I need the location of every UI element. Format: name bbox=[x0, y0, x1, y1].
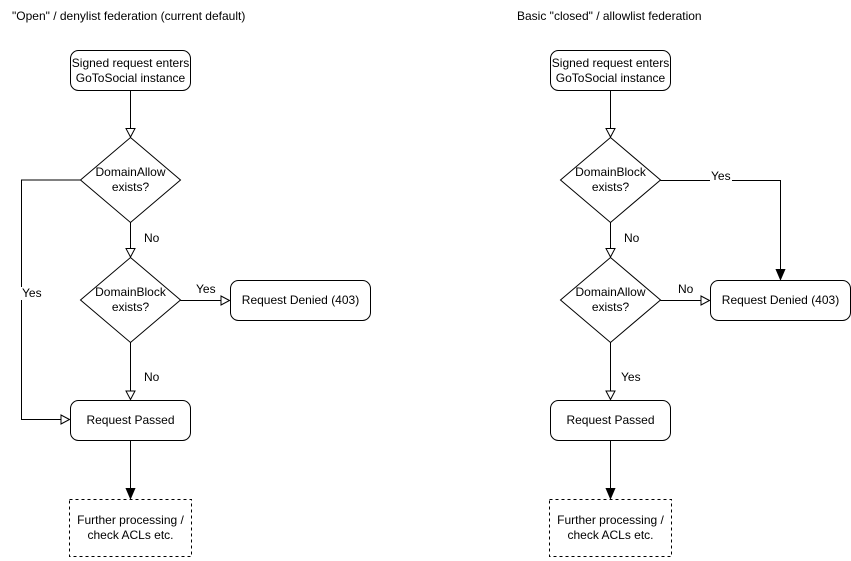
right-passed-box bbox=[550, 400, 671, 441]
right-arrowhead-decision2-yes bbox=[605, 390, 616, 401]
right-decision1-no-edge-label: No bbox=[623, 231, 641, 245]
left-passed-node-label: Request Passed bbox=[86, 413, 175, 427]
left-start-box bbox=[70, 50, 191, 91]
right-decision1-label: DomainBlock exists? bbox=[575, 165, 646, 194]
left-denied-box bbox=[230, 280, 371, 321]
left-diagram-title: "Open" / denylist federation (current de… bbox=[12, 9, 246, 23]
right-arrowhead-start-decision1 bbox=[605, 128, 616, 139]
right-diagram-title: Basic "closed" / allowlist federation bbox=[517, 9, 702, 23]
right-decision1-diamond bbox=[559, 136, 662, 224]
right-decision2-diamond bbox=[559, 256, 662, 344]
left-arrowhead-decision2-yes bbox=[220, 295, 231, 306]
right-arrowhead-decision1-yes bbox=[775, 269, 786, 281]
right-denied-node-label: Request Denied (403) bbox=[721, 293, 840, 307]
right-decision2-yes-edge-label: Yes bbox=[620, 370, 642, 384]
right-edge-decision1-yes bbox=[660, 180, 781, 269]
left-decision1-diamond bbox=[79, 136, 182, 224]
right-passed-node-label: Request Passed bbox=[566, 413, 655, 427]
left-decision1-no-edge-label: No bbox=[143, 231, 161, 245]
left-arrowhead-decision1-yes bbox=[60, 414, 71, 425]
right-decision2-no-edge-label: No bbox=[677, 282, 695, 296]
left-further-node-label: Further processing / check ACLs etc. bbox=[77, 513, 184, 542]
right-further-node-label: Further processing / check ACLs etc. bbox=[557, 513, 664, 542]
left-decision1-yes-edge-label: Yes bbox=[21, 286, 43, 300]
left-arrowhead-decision2-no bbox=[125, 390, 136, 401]
left-decision2-label: DomainBlock exists? bbox=[95, 285, 166, 314]
left-decision2-diamond bbox=[79, 256, 182, 344]
left-arrowhead-decision1-no bbox=[125, 248, 136, 259]
right-decision2-label: DomainAllow exists? bbox=[575, 285, 646, 314]
right-arrowhead-decision1-no bbox=[605, 248, 616, 259]
left-arrowhead-passed-further bbox=[125, 488, 136, 500]
right-further-box bbox=[549, 499, 672, 557]
left-denied-node-label: Request Denied (403) bbox=[241, 293, 360, 307]
right-start-box bbox=[550, 50, 671, 91]
left-decision1-label: DomainAllow exists? bbox=[95, 165, 166, 194]
right-decision1-yes-edge-label: Yes bbox=[710, 169, 732, 183]
left-decision2-yes-edge-label: Yes bbox=[195, 282, 217, 296]
right-arrowhead-decision2-no bbox=[700, 295, 711, 306]
left-arrowhead-start-decision1 bbox=[125, 128, 136, 139]
left-decision2-no-edge-label: No bbox=[143, 370, 161, 384]
left-start-node-label: Signed request enters GoToSocial instanc… bbox=[71, 55, 190, 85]
right-start-node-label: Signed request enters GoToSocial instanc… bbox=[551, 55, 670, 85]
right-arrowhead-passed-further bbox=[605, 488, 616, 500]
left-further-box bbox=[69, 499, 192, 557]
left-passed-box bbox=[70, 400, 191, 441]
